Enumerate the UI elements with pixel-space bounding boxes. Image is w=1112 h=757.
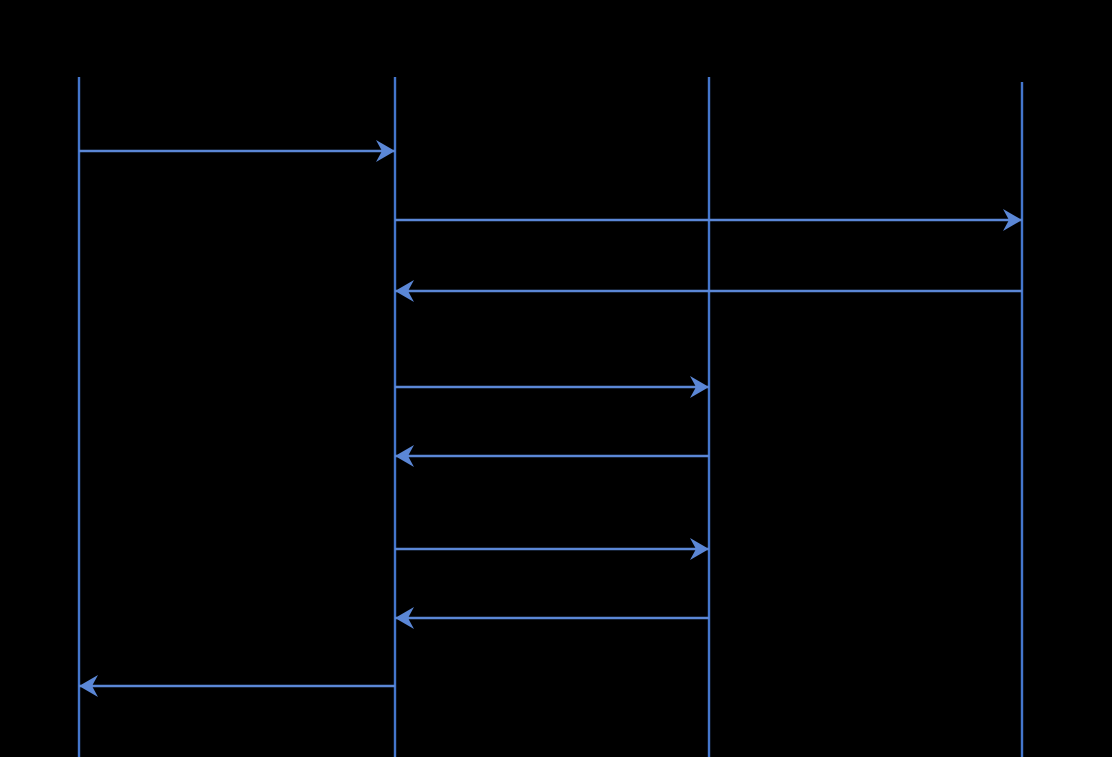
message-arrowhead-4 <box>690 376 709 398</box>
message-arrowhead-6 <box>690 538 709 560</box>
message-arrowhead-1 <box>376 140 395 162</box>
messages-group <box>79 140 1022 697</box>
message-arrowhead-3 <box>395 280 414 302</box>
lifelines-group <box>77 77 1024 757</box>
message-arrowhead-7 <box>395 607 414 629</box>
message-arrowhead-5 <box>395 445 414 467</box>
message-arrowhead-8 <box>79 675 98 697</box>
message-arrowhead-2 <box>1003 209 1022 231</box>
